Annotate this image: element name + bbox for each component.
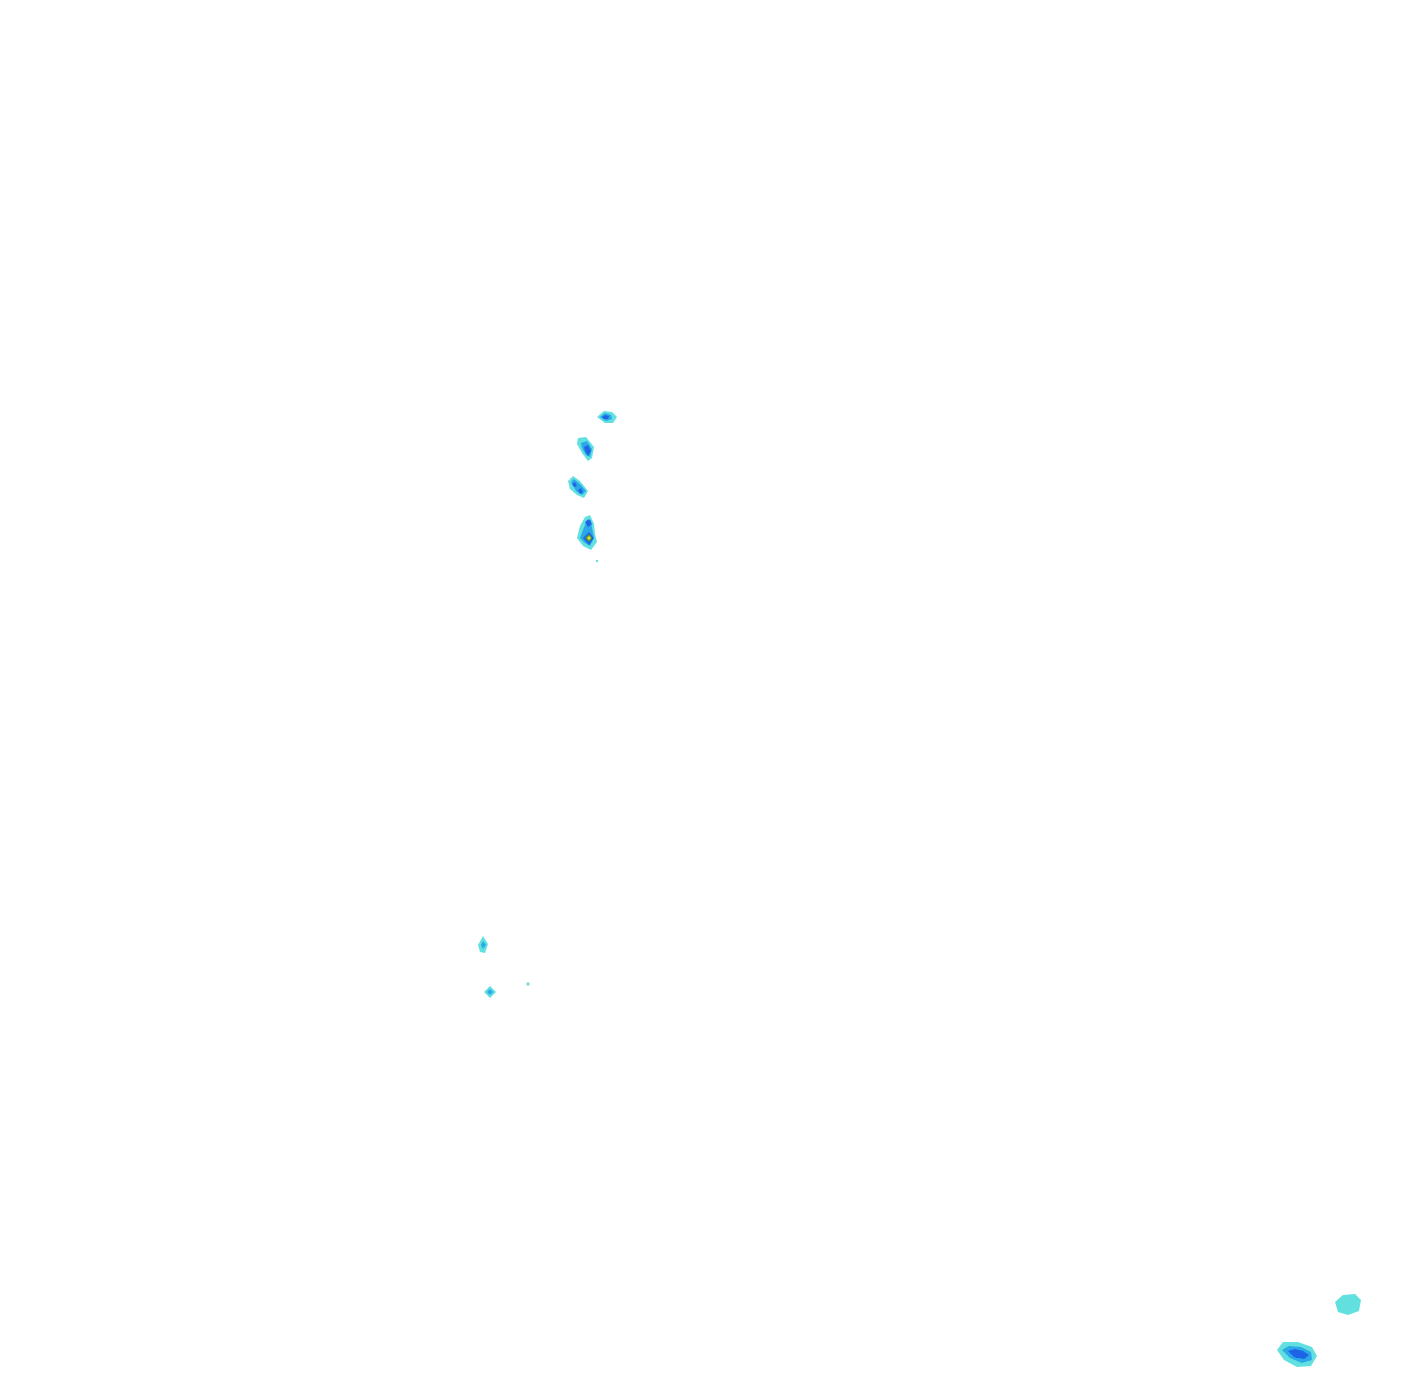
- contour-cluster-north-4: [577, 515, 599, 563]
- contour-level-3: [602, 415, 609, 419]
- contour-cluster-north-1: [597, 411, 617, 423]
- contour-cluster-north-3: [568, 476, 588, 498]
- contour-speck: [595, 559, 599, 563]
- contour-level-5: [587, 536, 591, 540]
- contour-speck: [526, 982, 530, 986]
- contour-level-3: [572, 482, 577, 487]
- contour-level-3: [585, 519, 592, 527]
- contour-cluster-north-2: [577, 437, 594, 461]
- contour-cluster-southeast-2: [1277, 1342, 1317, 1367]
- contour-level-2: [481, 941, 486, 949]
- contour-level-3: [584, 445, 591, 456]
- contour-cluster-mid-2: [484, 982, 530, 998]
- contour-level-2: [487, 989, 493, 995]
- contour-level-3-core: [1295, 1354, 1306, 1358]
- contour-cluster-mid-1: [478, 936, 488, 953]
- contour-level-3: [578, 488, 583, 494]
- contour-level-1: [1335, 1294, 1361, 1315]
- contour-cluster-southeast-1: [1335, 1294, 1361, 1315]
